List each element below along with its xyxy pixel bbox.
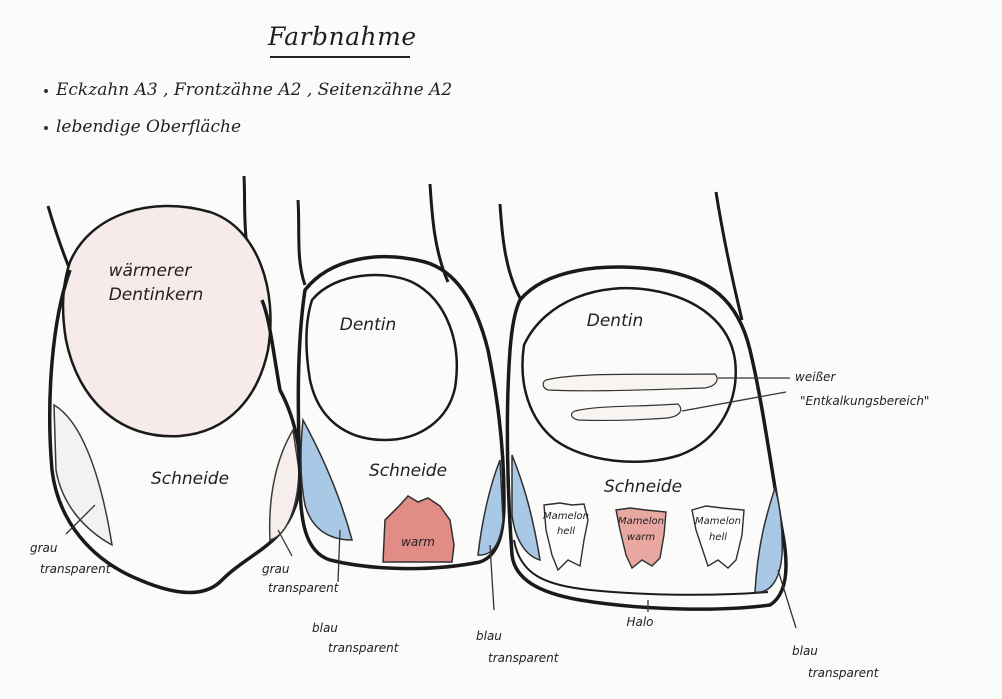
tooth3-mamelon-left-label-1: Mamelon xyxy=(543,511,589,522)
tooth1-right-annotation-1: grau xyxy=(262,562,290,576)
note-surface: lebendige Oberfläche xyxy=(44,117,241,137)
tooth2-warm-label: warm xyxy=(401,535,435,549)
tooth3-white-area-label-1: weißer xyxy=(795,370,836,384)
tooth3-mamelon-right xyxy=(691,505,745,569)
tooth3-core-label: Dentin xyxy=(587,311,644,331)
title-underline xyxy=(270,56,410,58)
tooth-central-incisor: Dentin Schneide Mamelon hell Mamelon war… xyxy=(498,191,929,680)
tooth3-crown-outline xyxy=(505,265,788,611)
tooth2-left-annotation-1: blau xyxy=(312,621,338,635)
page-title: Farbnahme xyxy=(268,22,417,51)
tooth1-crown-outline xyxy=(48,269,302,595)
tooth1-core-label-2: Dentinkern xyxy=(109,285,204,305)
tooth2-blue-zone-left xyxy=(300,417,353,541)
tooth3-root-right xyxy=(714,191,744,321)
tooth3-right-leader xyxy=(777,569,797,629)
tooth1-root-left xyxy=(46,205,72,271)
tooth3-dentin-core xyxy=(521,286,737,464)
tooth3-right-annotation-1: blau xyxy=(792,644,818,658)
note-shade-values: Eckzahn A3 , Frontzähne A2 , Seitenzähne… xyxy=(44,80,452,100)
bullet-icon xyxy=(44,88,48,93)
tooth-lateral-incisor: Dentin Schneide warm blau transparent bl… xyxy=(296,183,560,665)
tooth3-halo-line xyxy=(513,539,769,596)
tooth3-mamelon-right-label-1: Mamelon xyxy=(695,516,741,527)
tooth2-right-annotation-1: blau xyxy=(476,629,502,643)
tooth-canine: wärmerer Dentinkern Schneide grau transp… xyxy=(30,175,340,595)
tooth3-incisal-label: Schneide xyxy=(604,477,682,497)
tooth2-left-leader xyxy=(337,529,341,583)
tooth2-dentin-core xyxy=(305,273,458,442)
tooth3-white-area-label-2: "Entkalkungsbereich" xyxy=(800,394,929,408)
tooth3-right-annotation-2: transparent xyxy=(808,666,880,680)
tooth3-mamelon-mid xyxy=(615,507,667,570)
tooth3-mamelon-right-label-2: hell xyxy=(709,532,727,543)
tooth2-blue-zone-right xyxy=(477,459,504,556)
tooth1-left-annotation-1: grau xyxy=(30,541,58,555)
tooth2-root-left xyxy=(296,199,307,286)
bullet-icon xyxy=(44,125,48,130)
tooth1-right-leader xyxy=(277,529,293,557)
tooth3-white-leader-2 xyxy=(681,391,787,412)
tooth2-right-leader xyxy=(489,544,495,611)
tooth1-incisal-label: Schneide xyxy=(151,469,229,489)
tooth1-right-annotation-2: transparent xyxy=(268,581,340,595)
tooth2-crown-outline xyxy=(296,255,506,571)
tooth3-mamelon-left-label-2: hell xyxy=(557,526,575,537)
tooth2-right-annotation-2: transparent xyxy=(488,651,560,665)
tooth3-halo-label: Halo xyxy=(626,615,653,629)
tooth1-core-label-1: wärmerer xyxy=(109,261,193,281)
tooth3-mamelon-left xyxy=(543,502,589,572)
tooth3-mamelon-mid-label-2: warm xyxy=(627,532,655,543)
tooth2-core-label: Dentin xyxy=(340,315,397,335)
tooth2-left-annotation-2: transparent xyxy=(328,641,400,655)
note-text: Eckzahn A3 , Frontzähne A2 , Seitenzähne… xyxy=(56,80,453,100)
tooth3-white-band-1 xyxy=(542,373,718,392)
tooth3-white-band-2 xyxy=(571,403,682,421)
tooth2-warm-zone xyxy=(382,495,455,563)
tooth3-blue-zone-left xyxy=(511,454,541,562)
tooth1-left-leader xyxy=(65,504,96,535)
tooth3-mamelon-mid-label-1: Mamelon xyxy=(618,516,664,527)
tooth3-root-left xyxy=(498,203,522,299)
tooth3-blue-zone-right xyxy=(754,485,783,593)
tooth1-left-annotation-2: transparent xyxy=(40,562,112,576)
tooth1-dentin-core xyxy=(61,204,272,438)
note-text: lebendige Oberfläche xyxy=(56,117,242,137)
tooth1-grey-zone-left xyxy=(53,403,113,547)
tooth2-incisal-label: Schneide xyxy=(369,461,447,481)
tooth1-grey-zone-right xyxy=(268,427,300,541)
